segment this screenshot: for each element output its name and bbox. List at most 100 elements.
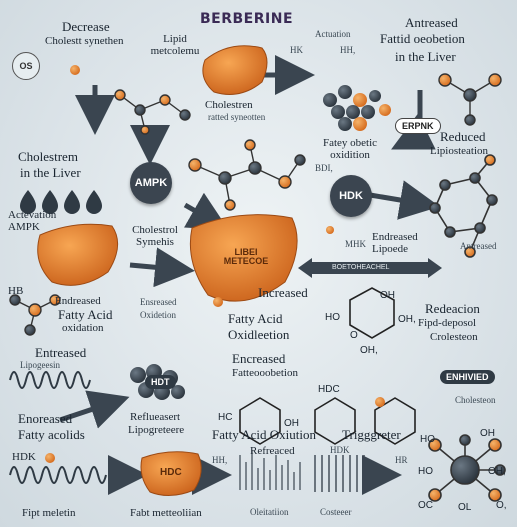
chem-hdc-mid: HDC	[318, 384, 340, 395]
label-fipd-deposel: Fipd-deposol	[418, 317, 477, 329]
arrow-left-liver	[129, 247, 195, 288]
label-crolesteon: Crolesteon	[430, 331, 478, 343]
molecule-cluster-top-right	[323, 85, 391, 131]
label-cholestern: Cholestren	[205, 99, 253, 111]
liver-center	[189, 214, 298, 302]
label-reffueasert: Reflueasert	[130, 411, 181, 423]
label-fattid-oxobetion: Fattid oeobetion	[380, 31, 465, 46]
label-endreased-fatty: Endreased	[55, 295, 101, 307]
label-cholest-synthen: Cholestt synethen	[45, 35, 124, 47]
label-fatty-oxidation-mid: Fatey obetic oxidition	[322, 137, 378, 161]
label-endreased: Endreased	[372, 231, 418, 243]
label-oxidation-left: oxidation	[62, 322, 104, 334]
label-enbreased: Encreased	[232, 351, 286, 366]
label-fatty-acid-oxidation: Fatty Acid	[58, 307, 113, 322]
label-oiditation: Oleitatiion	[250, 507, 289, 517]
label-fipt-meletin: Fipt meletin	[22, 507, 76, 519]
chem-o-1: O	[350, 330, 358, 341]
chem-ho-2: HO	[420, 434, 435, 445]
molecule-center	[188, 139, 306, 211]
label-cholesteon-r: Cholesteon	[455, 395, 496, 405]
diagram-title: BERBERINE	[200, 11, 294, 27]
label-ratted-synthen: ratted syneotten	[208, 112, 266, 122]
label-activation-top: Actuation	[315, 29, 351, 39]
label-increased: Increased	[258, 285, 308, 300]
spike-chart-1	[239, 450, 301, 490]
label-fatty-acolids: Fatty acolids	[18, 427, 85, 442]
chem-o-2: O,	[496, 500, 507, 511]
chem-oh-6: OH,	[488, 466, 506, 477]
label-decrease: Decrease	[62, 19, 110, 34]
label-hh-bottom: HH,	[212, 455, 228, 465]
label-mhk: MHK	[345, 239, 367, 249]
label-liposteation: Lipiosteation	[430, 145, 489, 157]
small-orange-dots	[45, 65, 385, 463]
arrow-curve-right	[391, 90, 436, 150]
label-lipogretsse: Lipogreteere	[128, 424, 185, 436]
label-reduced: Reduced	[440, 129, 486, 144]
liver-left	[37, 223, 119, 286]
label-in-the-liver: in the Liver	[20, 165, 81, 180]
hdk-node: HDK	[330, 175, 372, 217]
chem-oh-5: OH	[480, 428, 495, 439]
chem-hc: HC	[218, 412, 233, 423]
label-hdk-b2: HDK	[330, 445, 350, 455]
arrow-hdk-right	[369, 180, 440, 220]
enhanced-badge: ENHIVIED	[440, 370, 495, 384]
label-hdc-liver: HDC	[160, 467, 182, 478]
chem-oh-1: OH	[380, 290, 395, 301]
label-bdi: BDI,	[315, 163, 333, 173]
label-oxidation-mid: Oxidleetion	[228, 327, 290, 342]
molecule-right-ring	[429, 154, 498, 258]
label-hb: HB	[8, 285, 24, 297]
label-enreased-oxidition: Ensreased	[140, 297, 177, 307]
label-fatty-acid-oxiution: Fatty Acid Oxiution	[212, 427, 316, 442]
waves	[9, 371, 107, 484]
label-ampk-left: AMPK	[8, 221, 40, 233]
label-hk-top: HK	[290, 45, 303, 55]
label-activation-ampk: Actevation	[8, 209, 57, 221]
chem-oh-3: OH,	[360, 345, 378, 356]
hdt-badge: HDT	[145, 375, 176, 389]
label-hr: HR	[395, 455, 408, 465]
molecule-left-mid	[9, 294, 61, 336]
label-redeacion: Redeacion	[425, 301, 480, 316]
molecule-top-left	[114, 89, 191, 135]
chem-ho-3: HO	[418, 466, 433, 477]
spike-chart-2	[314, 455, 365, 492]
label-in-the-liver-top: in the Liver	[395, 49, 456, 64]
chem-ho-1: HO	[325, 312, 340, 323]
chem-oh-4: OH	[284, 418, 299, 429]
liver-shapes	[37, 45, 298, 496]
label-fattooobetion: Fatteooobetion	[232, 367, 298, 379]
label-antreased-r: Antreased	[460, 241, 497, 251]
label-entreased: Entreased	[35, 345, 87, 360]
ampk-node: AMPK	[130, 162, 172, 204]
liver-top	[202, 45, 268, 95]
double-arrow	[298, 258, 442, 278]
label-cholestrol-synthes: Cholestrol Symehis	[132, 224, 178, 248]
erbpk-badge: ERPNK	[395, 118, 441, 134]
label-arrow: BOETOHEACHEL	[332, 264, 390, 271]
label-triggreter: Trigggreter	[342, 427, 401, 442]
molecule-bottom-right	[428, 434, 506, 502]
os-node: OS	[12, 52, 40, 80]
chem-oh-2: OH,	[398, 314, 416, 325]
label-oxidetion: Oxidetion	[140, 310, 176, 320]
label-costeer: Costeeer	[320, 507, 352, 517]
arrow-up-left	[59, 390, 130, 429]
label-cholestrem: Cholestrem	[18, 149, 78, 164]
label-lipoede: Lipoede	[372, 243, 409, 255]
molecule-far-right	[438, 73, 502, 126]
hex-ring-right	[239, 287, 416, 445]
label-lipogeesin: Lipogeesin	[20, 360, 60, 370]
label-fapt-meletion: Fabt metteoliian	[130, 507, 202, 519]
label-hdk-bottom: HDK	[12, 451, 36, 463]
label-refreaced: Refreaced	[250, 445, 295, 457]
label-lipid-metecoe: LIBEI METECOE	[223, 247, 269, 267]
liver-bottom	[140, 451, 202, 496]
label-lipid-metabolism: Lipid metcolemu	[150, 33, 200, 57]
label-hh-top: HH,	[340, 45, 356, 55]
chem-ol: OL	[458, 502, 472, 513]
